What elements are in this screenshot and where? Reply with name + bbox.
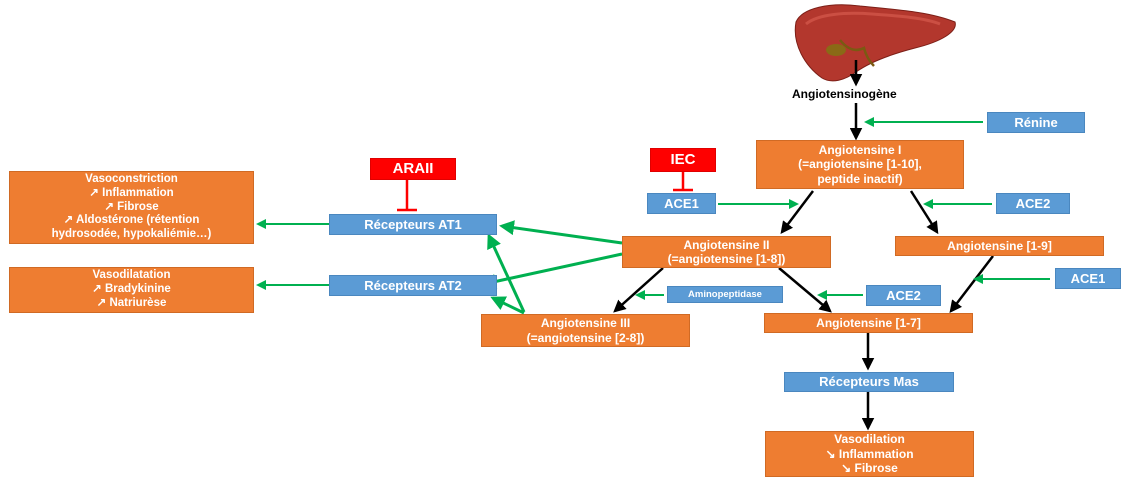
angiotensine-3-line-2: (=angiotensine [2-8]): [526, 330, 645, 345]
angiotensine-1-line-1: Angiotensine I: [818, 142, 902, 157]
recepteurs-at2-box: Récepteurs AT2: [329, 275, 497, 296]
angiotensine-1-line-2: (=angiotensine [1-10],: [798, 157, 922, 172]
effects-at2-line-2: ↗ Bradykinine: [92, 283, 171, 296]
angiotensine-3-line-1: Angiotensine III: [540, 316, 631, 331]
arrow-ang1-to-ang19: [909, 190, 939, 235]
ace2-top-box: ACE2: [996, 193, 1070, 214]
angiotensine-2-line-1: Angiotensine II: [683, 237, 770, 252]
effects-at2-line-3: ↗ Natriurèse: [96, 296, 167, 309]
vasodilation-mas-line-1: Vasodilation: [834, 432, 905, 447]
effects-at2-line-1: Vasodilatation: [92, 269, 171, 282]
arrow-ang2-to-ang17: [778, 267, 832, 313]
vasodilation-mas-line-2: ↘ Inflammation: [825, 446, 914, 461]
liver-icon: [794, 4, 956, 82]
vasodilation-mas-box: Vasodilation ↘ Inflammation ↘ Fibrose: [765, 431, 974, 477]
arrow-ang3-to-at1: [487, 233, 526, 313]
arrow-ang2-to-at2: [481, 252, 623, 289]
aminopeptidase-box: Aminopeptidase: [667, 286, 783, 303]
arrow-ang2-to-at1: [499, 220, 623, 245]
ace1-left-box: ACE1: [647, 193, 716, 214]
green-arrows: [256, 117, 1050, 300]
angiotensine-2-line-2: (=angiotensine [1-8]): [667, 252, 786, 266]
recepteurs-at1-box: Récepteurs AT1: [329, 214, 497, 235]
arrow-ang2-to-ang3: [613, 267, 664, 313]
angiotensine-3-box: Angiotensine III (=angiotensine [2-8]): [481, 314, 690, 347]
effects-at1-line-3: ↗ Fibrose: [104, 200, 159, 213]
angiotensine-1-line-3: peptide inactif): [817, 171, 903, 186]
effects-at1-line-2: ↗ Inflammation: [89, 186, 174, 199]
iec-box: IEC: [650, 148, 716, 172]
arrow-ang1-to-ang2: [780, 190, 814, 234]
angiotensine-1-9-box: Angiotensine [1-9]: [895, 236, 1104, 256]
black-arrows: [613, 60, 994, 431]
effects-at1-line-5: hydrosodée, hypokaliémie…): [51, 228, 212, 241]
ace2-mid-box: ACE2: [866, 285, 941, 306]
angiotensine-1-7-box: Angiotensine [1-7]: [764, 313, 973, 333]
renine-box: Rénine: [987, 112, 1085, 133]
angiotensine-2-box: Angiotensine II (=angiotensine [1-8]): [622, 236, 831, 268]
effects-at1-line-4: ↗ Aldostérone (rétention: [63, 214, 200, 227]
angiotensinogene-label: Angiotensinogène: [792, 87, 897, 101]
arrow-ang3-to-at2: [490, 296, 525, 315]
effects-at1-line-1: Vasoconstriction: [85, 173, 178, 185]
green-arrows-thick: [481, 220, 623, 315]
effects-at1-box: Vasoconstriction ↗ Inflammation ↗ Fibros…: [9, 171, 254, 244]
vasodilation-mas-line-3: ↘ Fibrose: [841, 461, 898, 476]
angiotensine-1-box: Angiotensine I (=angiotensine [1-10], pe…: [756, 140, 964, 189]
arrow-ang19-to-ang17: [949, 255, 994, 313]
effects-at2-box: Vasodilatation ↗ Bradykinine ↗ Natriurès…: [9, 267, 254, 313]
araii-box: ARAII: [370, 158, 456, 180]
inhibitor-bars: [397, 172, 693, 212]
ace1-right-box: ACE1: [1055, 268, 1121, 289]
recepteurs-mas-box: Récepteurs Mas: [784, 372, 954, 392]
